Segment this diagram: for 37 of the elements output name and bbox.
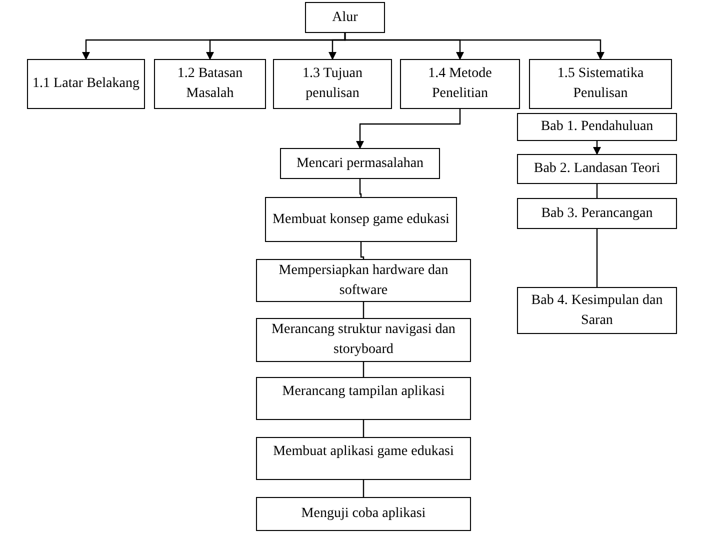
box-label: 1.4 Metode Penelitian	[427, 65, 493, 103]
process-box	[517, 198, 677, 229]
box-label: Mempersiapkan hardware dan software	[278, 262, 450, 300]
box-label: Bab 1. Pendahuluan	[540, 118, 654, 136]
box-label: Merancang tampilan aplikasi	[282, 383, 445, 401]
process-box	[265, 197, 457, 242]
box-label: Mencari permasalahan	[296, 154, 424, 172]
process-box	[256, 318, 471, 362]
process-box	[256, 437, 471, 480]
process-box	[256, 259, 471, 302]
box-label: 1.2 Batasan Masalah	[176, 65, 244, 103]
box-label: Bab 2. Landasan Teori	[534, 160, 660, 178]
connector-arrow	[344, 33, 604, 60]
process-box	[273, 59, 392, 109]
box-label: Menguji coba aplikasi	[301, 505, 426, 523]
box-label: 1.3 Tujuan penulisan	[302, 65, 364, 103]
box-label: Merancang struktur navigasi dan storyboard	[270, 321, 456, 359]
box-label: Bab 4. Kesimpulan dan Saran	[530, 292, 664, 330]
connector-arrow	[356, 109, 461, 149]
process-box	[517, 154, 677, 184]
process-box	[517, 113, 677, 141]
box-label: Membuat konsep game edukasi	[272, 210, 450, 228]
box-label: Membuat aplikasi game edukasi	[273, 443, 454, 461]
box-label: 1.1 Latar Belakang	[32, 75, 140, 93]
process-box	[256, 377, 471, 420]
process-box	[517, 287, 677, 334]
connector-arrow	[593, 141, 601, 155]
process-box	[256, 497, 471, 531]
process-box	[400, 59, 520, 109]
process-box	[154, 59, 266, 109]
process-box	[305, 2, 385, 33]
process-box	[27, 59, 145, 109]
box-label: Alur	[332, 8, 358, 26]
process-box	[529, 59, 672, 109]
box-label: 1.5 Sistematika Penulisan	[556, 65, 645, 103]
box-label: Bab 3. Perancangan	[541, 204, 653, 222]
process-box	[280, 148, 440, 179]
